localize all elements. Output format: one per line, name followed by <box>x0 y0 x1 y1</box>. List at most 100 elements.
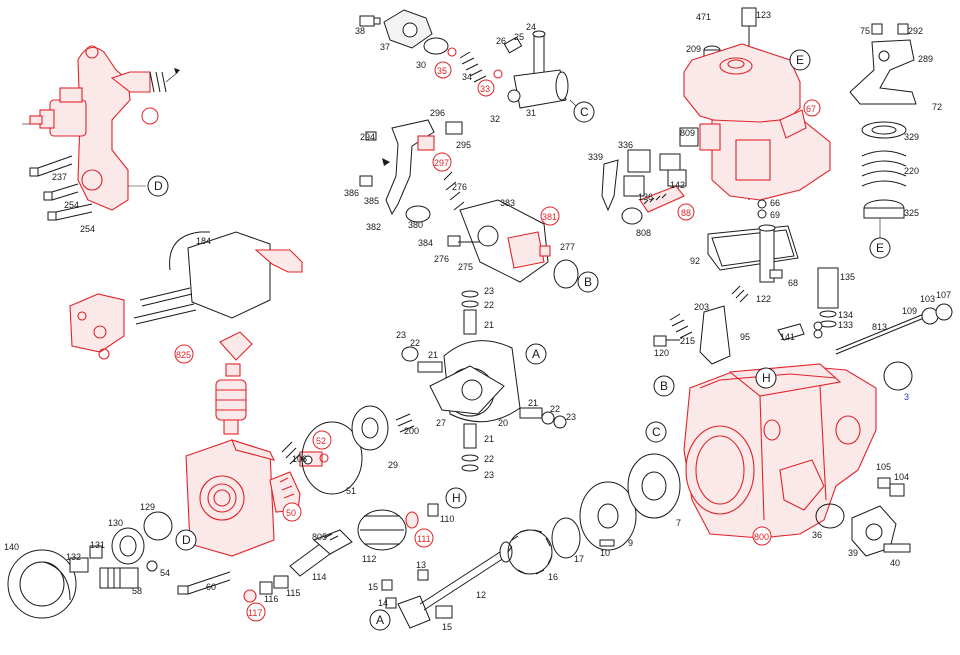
part-label: 140 <box>4 542 19 552</box>
ref-label: B <box>584 275 592 289</box>
ref-marker <box>175 529 197 551</box>
part-label: 17 <box>574 554 584 564</box>
part-label: 136 <box>638 192 653 202</box>
ref-label: H <box>762 371 771 385</box>
metering-group <box>653 303 953 391</box>
part-label: 38 <box>355 26 365 36</box>
part-label: 380 <box>408 220 423 230</box>
cover-plate-group <box>815 477 911 557</box>
part-label: 27 <box>436 418 446 428</box>
ref-label: C <box>580 105 589 119</box>
ref-marker <box>869 237 891 259</box>
part-label: 141 <box>780 332 795 342</box>
part-label: 103 <box>920 294 935 304</box>
part-label: 813 <box>872 322 887 332</box>
part-label: 69 <box>770 210 780 220</box>
distributor-head <box>185 405 415 557</box>
part-label: 129 <box>140 502 155 512</box>
ref-label: A <box>376 613 384 627</box>
part-label: 22 <box>550 404 560 414</box>
part-label: 200 <box>404 426 419 436</box>
part-label: 471 <box>696 12 711 22</box>
part-label: 117 <box>248 608 262 618</box>
part-label: 107 <box>936 290 951 300</box>
part-label: 215 <box>680 336 695 346</box>
part-label: 132 <box>66 552 81 562</box>
part-label: 209 <box>686 44 701 54</box>
ref-marker <box>525 343 547 365</box>
part-label: 294 <box>360 132 375 142</box>
part-label: 58 <box>132 586 142 596</box>
actuator-group <box>69 231 303 435</box>
part-label: 292 <box>908 26 923 36</box>
part-label: 32 <box>490 114 500 124</box>
ref-label: D <box>182 533 191 547</box>
part-label: 23 <box>484 286 494 296</box>
part-label: 20 <box>498 418 508 428</box>
part-label: 3 <box>904 392 909 402</box>
part-label: 67 <box>806 104 816 114</box>
part-label: 122 <box>756 294 771 304</box>
part-label: 23 <box>566 412 576 422</box>
part-label: 26 <box>496 36 506 46</box>
ref-label: A <box>532 347 540 361</box>
part-label: 37 <box>380 42 390 52</box>
ref-marker <box>755 367 777 389</box>
part-label: 15 <box>442 622 452 632</box>
part-label: 25 <box>514 32 524 42</box>
part-label: 237 <box>52 172 67 182</box>
part-label: 329 <box>904 132 919 142</box>
part-label: 34 <box>462 72 472 82</box>
ref-label: D <box>154 179 163 193</box>
part-label: 254 <box>80 224 95 234</box>
part-label: 110 <box>440 514 454 524</box>
ref-label: H <box>452 491 461 505</box>
part-label: 40 <box>890 558 900 568</box>
part-label: 21 <box>484 320 494 330</box>
part-label: 336 <box>618 140 633 150</box>
part-label: 35 <box>437 66 447 76</box>
part-label: 23 <box>396 330 406 340</box>
ref-marker <box>147 175 169 197</box>
ref-marker <box>645 421 667 443</box>
part-label: 382 <box>366 222 381 232</box>
ref-label: E <box>876 241 884 255</box>
part-label: 16 <box>548 572 558 582</box>
ref-marker <box>573 101 595 123</box>
part-label: 22 <box>484 300 494 310</box>
part-label: 31 <box>526 108 536 118</box>
ref-marker <box>577 271 599 293</box>
part-label: 7 <box>676 518 681 528</box>
part-label: 289 <box>918 54 933 64</box>
ref-label: E <box>796 53 804 67</box>
stop-lever-group <box>359 119 579 289</box>
part-label: 805 <box>312 532 327 542</box>
part-label: 134 <box>838 310 853 320</box>
part-label: 21 <box>484 434 494 444</box>
end-plugs-group <box>7 511 173 619</box>
part-label: 276 <box>452 182 467 192</box>
part-label: 24 <box>526 22 536 32</box>
part-label: 9 <box>628 538 633 548</box>
part-label: 220 <box>904 166 919 176</box>
part-label: 120 <box>654 348 669 358</box>
part-label: 383 <box>500 198 515 208</box>
part-label: 23 <box>484 470 494 480</box>
part-label: 135 <box>840 272 855 282</box>
lever-stack <box>849 23 917 240</box>
ref-marker <box>445 487 467 509</box>
part-label: 325 <box>904 208 919 218</box>
part-label: 54 <box>160 568 170 578</box>
part-label: 184 <box>196 236 211 246</box>
part-label: 21 <box>528 398 538 408</box>
part-label: 95 <box>740 332 750 342</box>
ref-label: B <box>660 379 668 393</box>
part-label: 116 <box>264 594 278 604</box>
part-label: 115 <box>286 588 300 598</box>
ref-label: C <box>652 425 661 439</box>
part-label: 109 <box>902 306 917 316</box>
part-label: 50 <box>286 508 296 518</box>
part-label: 105 <box>876 462 891 472</box>
fittings-group <box>601 127 839 328</box>
part-label: 13 <box>416 560 426 570</box>
